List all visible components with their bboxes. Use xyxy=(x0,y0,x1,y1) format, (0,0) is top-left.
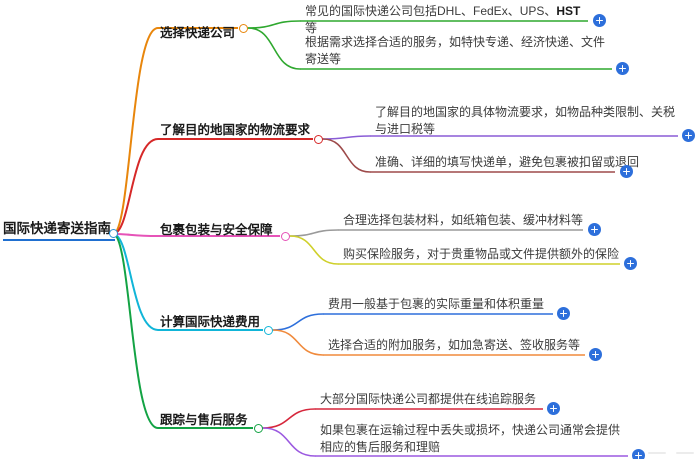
add-child-button-service-selection[interactable] xyxy=(616,62,629,75)
topic-label-tracking-aftersales[interactable]: 跟踪与售后服务 xyxy=(160,413,248,427)
add-child-button-packing-materials[interactable] xyxy=(588,223,601,236)
topic-label-choose-courier[interactable]: 选择快递公司 xyxy=(160,26,236,40)
add-child-button-additional-services[interactable] xyxy=(589,348,602,361)
topic-label-packaging-safety[interactable]: 包裹包装与安全保障 xyxy=(160,223,273,237)
mindmap-edge xyxy=(322,138,371,173)
add-child-button-loss-damage-claims[interactable] xyxy=(632,449,645,459)
mindmap-edge xyxy=(112,233,159,237)
add-child-button-fill-waybill[interactable] xyxy=(620,165,633,178)
mindmap-edge xyxy=(112,27,159,235)
add-child-button-courier-companies[interactable] xyxy=(593,14,606,27)
mindmap-edge xyxy=(289,235,339,265)
mindmap-edge xyxy=(112,233,159,331)
watermark-mark-1 xyxy=(648,452,666,454)
mindmap-edge xyxy=(262,427,316,457)
watermark-mark-2 xyxy=(676,452,694,454)
topic-label-destination-requirements[interactable]: 了解目的地国家的物流要求 xyxy=(160,123,311,137)
leaf-label-additional-services[interactable]: 选择合适的附加服务，如加急寄送、签收服务等 xyxy=(328,338,581,352)
leaf-label-fill-waybill[interactable]: 准确、详细的填写快递单，避免包裹被扣留或退回 xyxy=(375,155,640,169)
mindmap-edge xyxy=(272,329,324,356)
mindmap-edge xyxy=(272,313,324,331)
topic-node-dot-choose-courier[interactable] xyxy=(238,23,248,33)
mindmap-edge xyxy=(262,408,316,429)
topic-node-dot-calculate-cost[interactable] xyxy=(263,325,273,335)
mindmap-edge xyxy=(247,20,301,29)
root-underline xyxy=(3,239,115,242)
add-child-button-weight-basis[interactable] xyxy=(557,307,570,320)
root-node-dot[interactable] xyxy=(109,229,118,238)
mindmap-edge xyxy=(247,27,301,70)
leaf-label-courier-companies[interactable]: 常见的国际快递公司包括DHL、FedEx、UPS、HST 等 xyxy=(305,4,581,35)
mindmap-edge xyxy=(112,138,159,235)
mindmap-edge xyxy=(322,135,371,140)
root-label: 国际快递寄送指南 xyxy=(3,221,111,236)
leaf-label-insurance-service[interactable]: 购买保险服务，对于贵重物品或文件提供额外的保险 xyxy=(343,247,620,261)
topic-node-dot-packaging-safety[interactable] xyxy=(280,231,290,241)
root-node[interactable]: 国际快递寄送指南 xyxy=(3,220,115,242)
leaf-label-loss-damage-claims[interactable]: 如果包裹在运输过程中丢失或损坏，快递公司通常会提供相应的售后服务和理赔 xyxy=(320,423,621,454)
leaf-label-packing-materials[interactable]: 合理选择包装材料，如纸箱包装、缓冲材料等 xyxy=(343,213,584,227)
leaf-label-online-tracking[interactable]: 大部分国际快递公司都提供在线追踪服务 xyxy=(320,392,537,406)
topic-node-dot-tracking-aftersales[interactable] xyxy=(253,423,263,433)
add-child-button-insurance-service[interactable] xyxy=(624,257,637,270)
add-child-button-online-tracking[interactable] xyxy=(547,402,560,415)
add-child-button-country-logistics-rules[interactable] xyxy=(682,129,695,142)
leaf-label-country-logistics-rules[interactable]: 了解目的地国家的具体物流要求，如物品种类限制、关税与进口税等 xyxy=(375,105,676,136)
topic-node-dot-destination-requirements[interactable] xyxy=(313,134,323,144)
topic-label-calculate-cost[interactable]: 计算国际快递费用 xyxy=(160,315,261,329)
leaf-label-service-selection[interactable]: 根据需求选择合适的服务，如特快专递、经济快递、文件寄送等 xyxy=(305,35,606,66)
leaf-label-weight-basis[interactable]: 费用一般基于包裹的实际重量和体积重量 xyxy=(328,297,545,311)
mindmap-edge xyxy=(289,229,339,237)
mindmap-edge xyxy=(112,233,159,429)
